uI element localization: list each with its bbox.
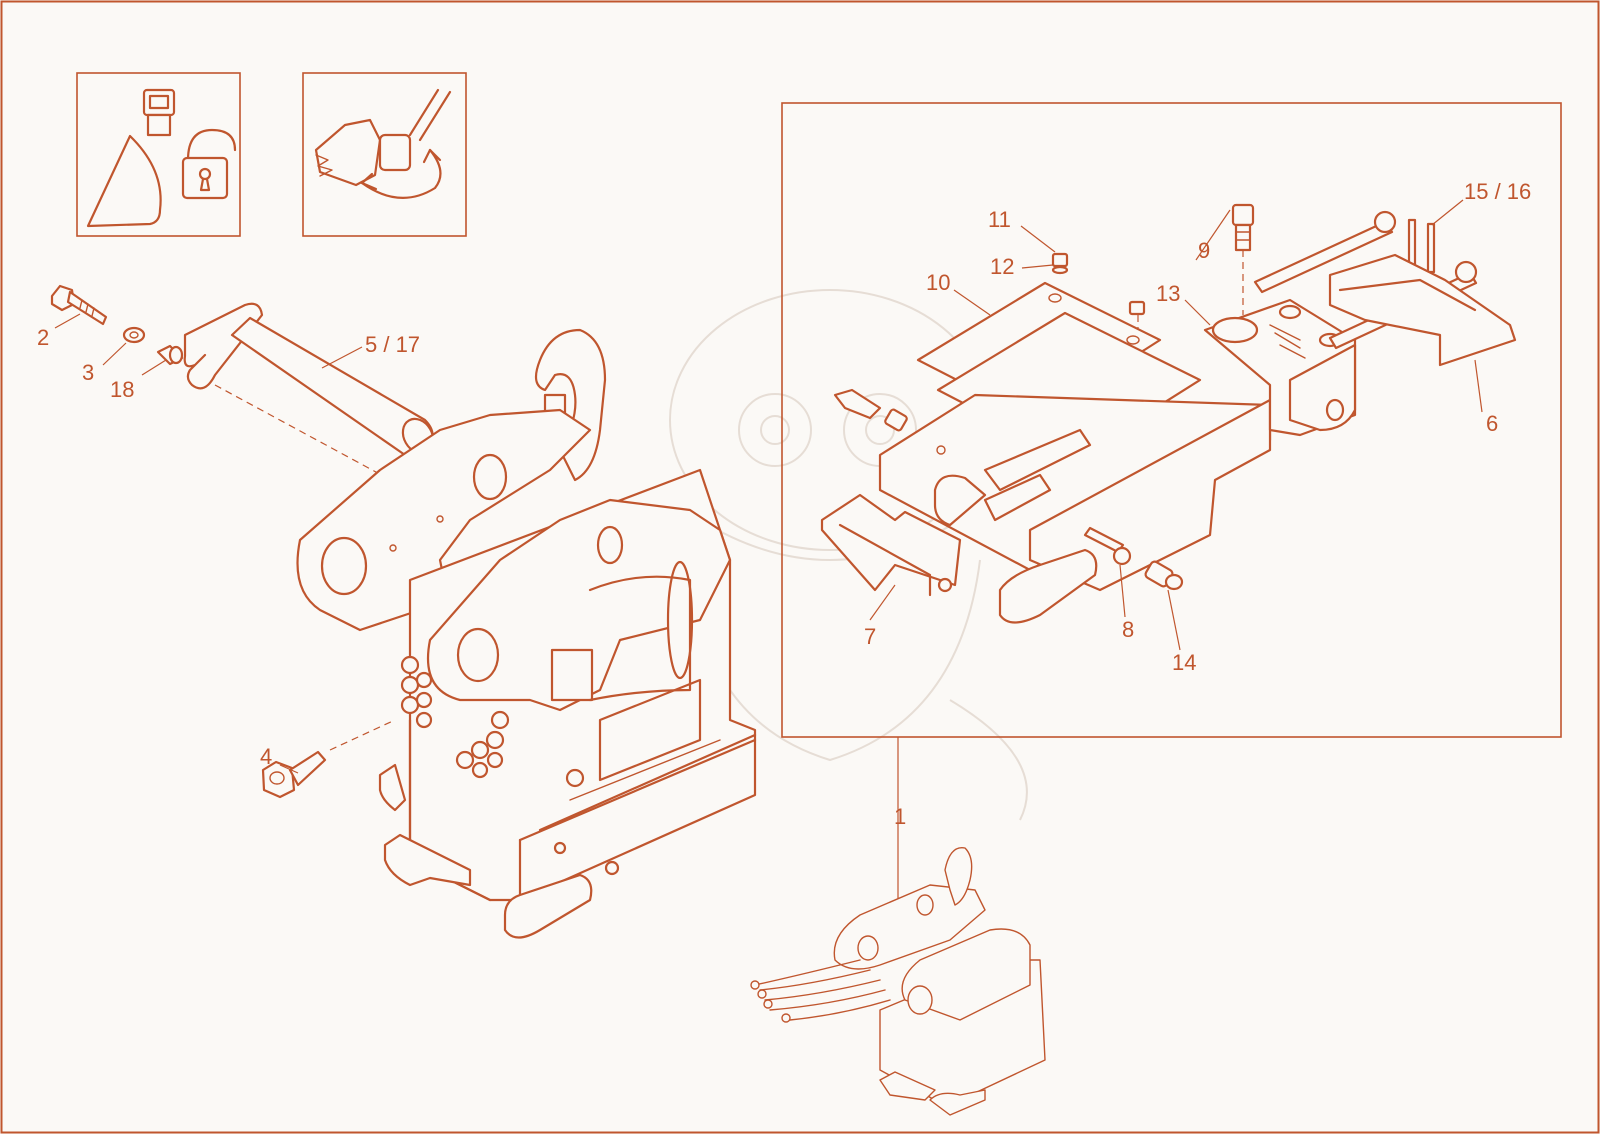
callout-6: 6: [1486, 411, 1498, 436]
callout-labels: 1 2 3 4 5 / 17 6 7 8 9 10 11 12 13 14 15…: [37, 179, 1531, 829]
exploded-detail-view: [781, 102, 1562, 900]
bucket-rotate-icon: [302, 72, 467, 237]
callout-14: 14: [1172, 650, 1196, 675]
callout-11: 11: [988, 207, 1011, 232]
fitting-part-9: [1231, 203, 1255, 315]
bolt-cluster: [400, 655, 510, 779]
callout-1: 1: [894, 804, 906, 829]
leader-lines: [54, 199, 1483, 774]
callout-7: 7: [864, 624, 876, 649]
main-coupler-assembly: [50, 284, 757, 939]
assembly-thumbnail-part-1: [750, 846, 1046, 1116]
callout-12: 12: [990, 254, 1014, 279]
bushing-part-18: [156, 344, 184, 366]
callout-9: 9: [1198, 238, 1210, 263]
bolt-part-11-12: [1051, 252, 1069, 275]
bolt-part-2: [50, 284, 108, 326]
callout-2: 2: [37, 325, 49, 350]
callout-15-16: 15 / 16: [1464, 179, 1531, 204]
callout-13: 13: [1156, 281, 1180, 306]
callout-4: 4: [260, 744, 272, 769]
washer-part-3: [122, 326, 146, 344]
callout-3: 3: [82, 360, 94, 385]
callout-18: 18: [110, 377, 134, 402]
callout-8: 8: [1122, 617, 1134, 642]
callout-5-17: 5 / 17: [365, 332, 420, 357]
switch-unlock-icon: [76, 72, 241, 237]
bolt-part-4: [261, 719, 396, 799]
clamp-part-6: [1328, 253, 1517, 367]
callout-10: 10: [926, 270, 950, 295]
